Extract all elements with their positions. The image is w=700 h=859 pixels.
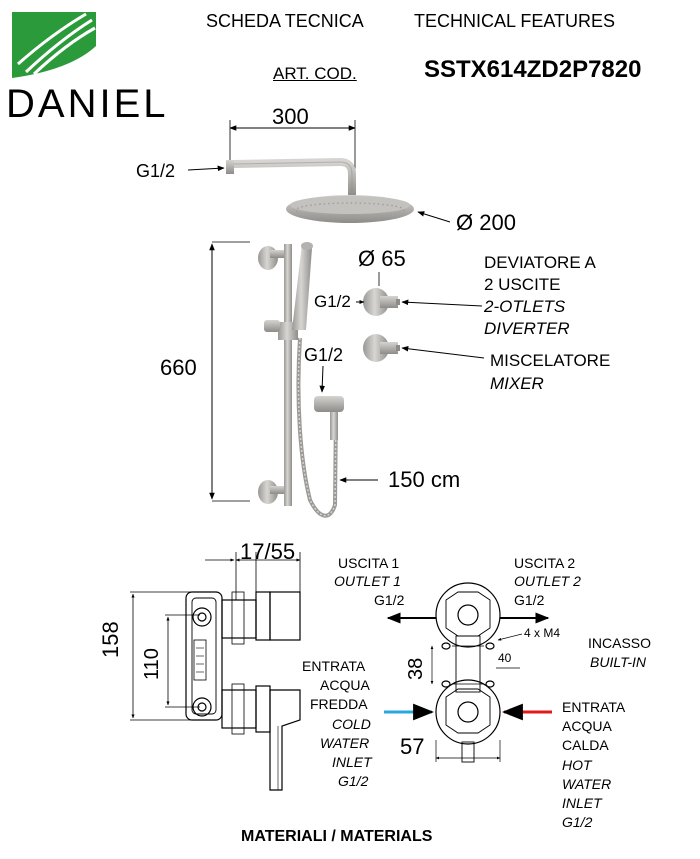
materials-heading: MATERIALI / MATERIALS xyxy=(241,828,433,845)
hot-label-it-2: ACQUA xyxy=(562,718,612,734)
hot-label-en-1: HOT xyxy=(562,757,592,773)
diverter-valve xyxy=(363,272,400,316)
brand-logo-mark xyxy=(12,12,96,78)
cold-label-it-1: ENTRATA xyxy=(302,658,366,674)
bar-height-dim: 660 xyxy=(160,355,197,380)
screws-label: 4 x M4 xyxy=(524,626,561,640)
header-title-en: TECHNICAL FEATURES xyxy=(414,11,616,31)
diverter-label-en-1: 2-OTLETS xyxy=(484,297,566,316)
arm-thread-label: G1/2 xyxy=(136,161,176,181)
height-inner-dim: 110 xyxy=(141,648,163,680)
art-cod-label: ART. COD. xyxy=(273,64,357,83)
cold-label-en-4: G1/2 xyxy=(338,773,369,789)
width-dim: 57 xyxy=(400,734,425,759)
slide-bar xyxy=(209,241,313,506)
hot-label-en-2: WATER xyxy=(562,776,612,792)
depth-range-dim: 17/55 xyxy=(240,539,296,564)
mixer-label-it: MISCELATORE xyxy=(490,351,611,370)
cold-label-en-2: WATER xyxy=(320,735,370,751)
cold-label-en-1: COLD xyxy=(332,716,371,732)
cold-label-it-2: ACQUA xyxy=(320,677,370,693)
shower-head xyxy=(286,195,414,223)
diverter-thread-label: G1/2 xyxy=(314,292,351,311)
front-view-drawing xyxy=(386,582,550,763)
outlet1-label-it: USCITA 1 xyxy=(338,555,400,571)
hot-label-en-4: G1/2 xyxy=(562,814,593,830)
small-dim: 40 xyxy=(498,651,512,665)
mixer-valve xyxy=(363,334,400,362)
diverter-diameter-dim: Ø 65 xyxy=(358,246,406,271)
mixer-label-en: MIXER xyxy=(490,374,544,393)
shower-hose xyxy=(296,337,344,518)
arm-length-dim: 300 xyxy=(272,104,309,129)
outlet2-label-it: USCITA 2 xyxy=(514,555,576,571)
outlet1-label-en: OUTLET 1 xyxy=(334,573,401,589)
hot-label-it-3: CALDA xyxy=(562,737,609,753)
side-view-drawing xyxy=(130,552,301,791)
height-total-dim: 158 xyxy=(98,621,123,658)
hot-label-it-1: ENTRATA xyxy=(562,699,626,715)
hose-length-dim: 150 cm xyxy=(388,467,461,492)
outlet2-label-en: OUTLET 2 xyxy=(514,573,581,589)
outlet2-thread: G1/2 xyxy=(514,592,545,608)
builtin-label-en: BUILT-IN xyxy=(590,654,647,670)
diverter-label-it-1: DEVIATORE A xyxy=(484,253,596,272)
cold-label-it-3: FREDDA xyxy=(310,696,368,712)
diverter-label-en-2: DIVERTER xyxy=(484,319,570,338)
hot-label-en-3: INLET xyxy=(562,795,602,811)
header-title-it: SCHEDA TECNICA xyxy=(206,11,364,31)
outlet-thread-label: G1/2 xyxy=(304,345,344,365)
shower-arm xyxy=(226,120,356,196)
diverter-label-it-2: 2 USCITE xyxy=(484,275,561,294)
builtin-label-it: INCASSO xyxy=(588,635,652,651)
art-cod-value: SSTX614ZD2P7820 xyxy=(424,56,642,83)
spacing-dim: 38 xyxy=(405,657,427,680)
outlet1-thread: G1/2 xyxy=(374,592,405,608)
brand-name: DANIEL xyxy=(6,82,169,126)
cold-label-en-3: INLET xyxy=(332,754,372,770)
head-diameter-dim: Ø 200 xyxy=(456,210,516,235)
